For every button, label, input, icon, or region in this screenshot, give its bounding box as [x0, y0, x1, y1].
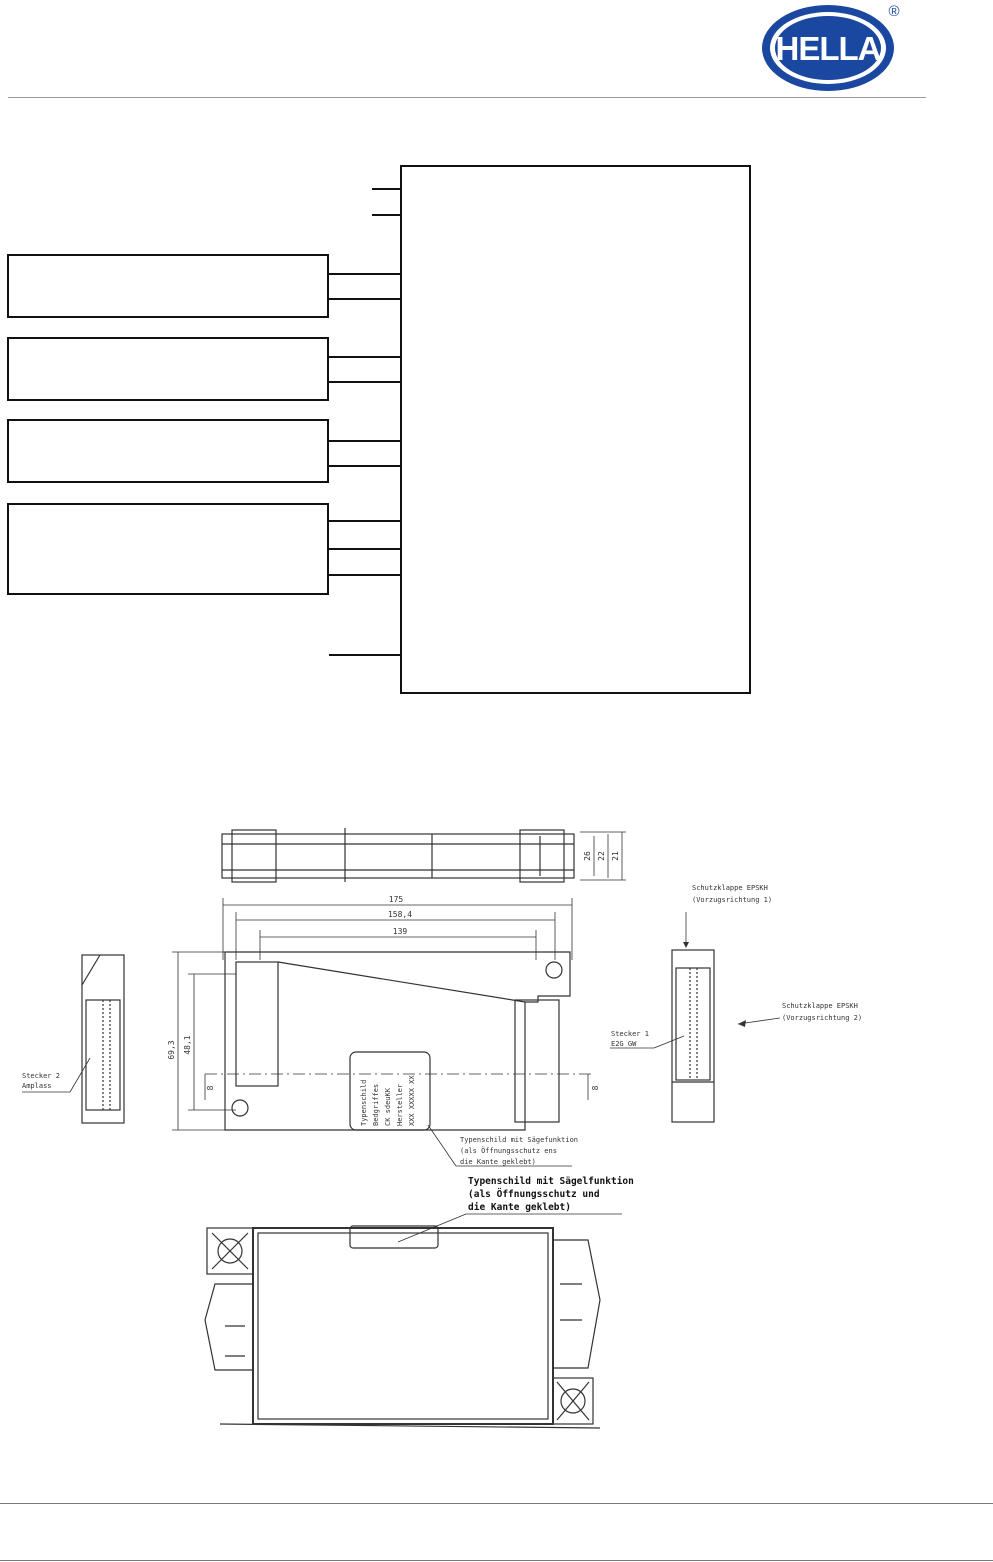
logo-text: HELLA: [776, 30, 881, 67]
technical-drawing: 175 158,4 139 69,3 48,1 8 8 26 22 21 Ste…: [22, 828, 862, 1429]
typ-big-label-1: Typenschild mit Sägelfunktion: [468, 1176, 634, 1187]
block-2: [7, 337, 329, 401]
schutz1-label-2: (Vorzugsrichtung 1): [692, 896, 772, 904]
stecker1-label-1: Stecker 1: [611, 1030, 649, 1038]
top-view: [221, 828, 626, 883]
block-1: [7, 254, 329, 318]
schutz2-label-1: Schutzklappe EPSKH: [782, 1002, 858, 1010]
main-block: [400, 165, 751, 694]
dim-139: 139: [393, 927, 408, 936]
header-rule: [8, 97, 926, 98]
stecker2-label-1: Stecker 2: [22, 1072, 60, 1080]
stecker1-label-2: E2G GW: [611, 1040, 637, 1048]
block-3: [7, 419, 329, 483]
front-view: [172, 951, 594, 1131]
block-4: [7, 503, 329, 595]
right-side-view: [610, 912, 781, 1123]
bottom-view: [204, 1225, 601, 1429]
dim-175: 175: [389, 895, 404, 904]
plate-line-5: XXX XXXXX XX: [408, 1075, 416, 1126]
typ-big-label-3: die Kante geklebt): [468, 1202, 571, 1213]
block-connectors: [329, 188, 401, 656]
dim-21: 21: [611, 851, 620, 861]
registered-mark: ®: [888, 3, 899, 20]
dim-48: 48,1: [183, 1035, 192, 1054]
plate-line-2: Bedgriffes: [372, 1084, 380, 1126]
plate-line-4: Hersteller: [396, 1084, 404, 1126]
plate-line-1: Typenschild: [360, 1080, 368, 1126]
dim-8-right: 8: [591, 1085, 600, 1090]
dim-8-left: 8: [206, 1085, 215, 1090]
dim-69: 69,3: [167, 1040, 176, 1059]
typ-small-label-3: die Kante geklebt): [460, 1158, 536, 1166]
plate-line-3: CK sdeuKK: [384, 1087, 392, 1126]
dim-158: 158,4: [388, 910, 412, 919]
typ-small-label-2: (als Öffnungsschutz ens: [460, 1146, 557, 1155]
footer-rule-top: [0, 1503, 993, 1504]
footer-rule-bottom: [0, 1560, 993, 1561]
left-side-view: [22, 954, 125, 1124]
dim-22: 22: [597, 851, 606, 861]
hella-logo: HELLA ®: [762, 3, 900, 91]
typ-big-label-2: (als Öffnungsschutz und: [468, 1189, 600, 1200]
stecker2-label-2: Amplass: [22, 1082, 52, 1090]
typ-small-label-1: Typenschild mit Sägefunktion: [460, 1136, 578, 1144]
schutz1-label-1: Schutzklappe EPSKH: [692, 884, 768, 892]
dim-26: 26: [583, 851, 592, 861]
schutz2-label-2: (Vorzugsrichtung 2): [782, 1014, 862, 1022]
